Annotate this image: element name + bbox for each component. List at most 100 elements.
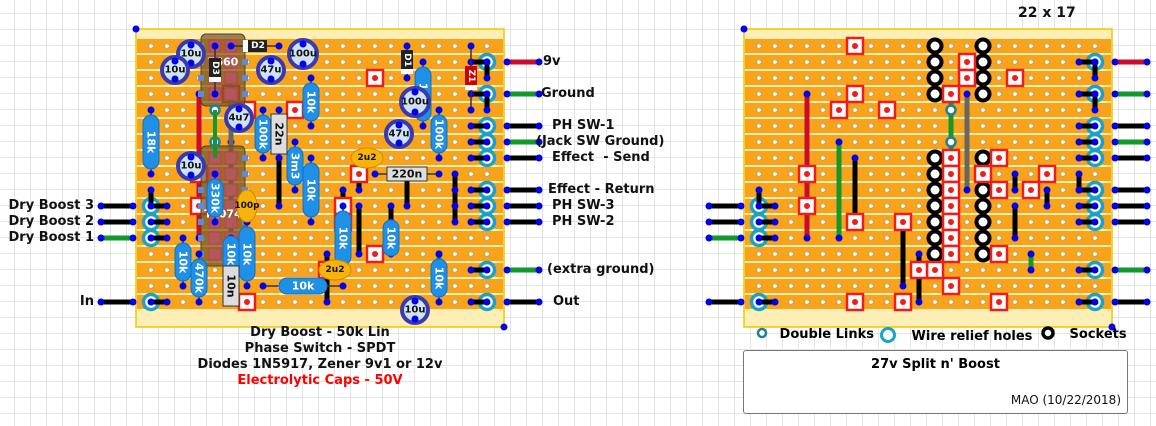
board-hole [1012,43,1018,49]
solder-node [1091,154,1099,162]
board-hole [340,123,346,129]
ic-socket-hole [974,181,992,199]
solder-node [771,202,779,210]
electrolytic-capacitor: 10u [160,55,190,85]
board-hole [868,59,874,65]
board-hole [916,219,922,225]
board-hole [148,43,154,49]
solder-node [467,298,475,306]
board-hole [324,91,330,97]
solder-node [1111,202,1119,210]
solder-node [755,298,763,306]
solder-node [467,154,475,162]
track-cut-dot [852,43,858,49]
board-hole [404,235,410,241]
solder-node [1075,298,1083,306]
cap-body [350,147,384,169]
resistor: 10k [238,218,256,290]
board-hole [948,267,954,273]
board-hole [948,59,954,65]
title-block: 27v Split n' Boost MAO (10/22/2018) [743,350,1128,414]
board-hole [260,171,266,177]
solder-node [411,108,419,116]
electrolytic-capacitor: 4u7 [224,103,254,133]
board-hole [900,91,906,97]
cap-body [386,166,428,182]
solder-node [307,218,315,226]
ic-pin [242,171,248,177]
board-hole [180,91,186,97]
resistor-value: 10k [241,243,254,266]
solder-node [755,218,763,226]
electrolytic-capacitor: 47u [384,119,414,149]
board-hole [1028,283,1034,289]
board-hole [788,91,794,97]
board-hole [772,283,778,289]
solder-node [1027,266,1035,274]
ic-pin-pad [224,71,238,85]
board-hole [1012,299,1018,305]
diode-label: D3 [210,61,220,75]
board-hole [868,251,874,257]
label-extra-ground: (extra ground) [547,262,655,277]
solder-node [97,202,105,210]
track-cut-dot [948,91,954,97]
solder-node [275,106,283,114]
board-hole [820,91,826,97]
board-hole [932,299,938,305]
board-hole [404,251,410,257]
solder-node [467,106,475,114]
board-hole [340,155,346,161]
board-hole [420,203,426,209]
solder-node [737,202,745,210]
board-hole [804,283,810,289]
board-hole [788,43,794,49]
cap-body [270,113,288,155]
board-hole [932,123,938,129]
ic-pin-pad [208,247,222,261]
solder-node [395,139,403,147]
board-hole [356,107,362,113]
board-hole [356,283,362,289]
solder-node [535,202,543,210]
double-link-hole [945,104,957,116]
board-hole [836,43,842,49]
solder-node [1075,122,1083,130]
board-hole [1028,235,1034,241]
board-hole [820,43,826,49]
board-hole [1044,267,1050,273]
ic-socket-hole [974,69,992,87]
note-diodes: Diodes 1N5917, Zener 9v1 or 12v [197,357,443,372]
board-hole [820,139,826,145]
ic-socket-hole [974,245,992,263]
board-hole [180,123,186,129]
board-hole [324,59,330,65]
resistor: 470k [190,250,208,306]
ic-socket-hole [926,85,944,103]
board-hole [756,59,762,65]
track-cut-dot [996,299,1002,305]
board-hole [164,139,170,145]
electrolytic-capacitor: 10u [176,151,206,181]
solder-node [163,234,171,242]
ic-socket-hole [926,37,944,55]
ic-socket-hole [974,53,992,71]
cap-value: 220n [392,168,423,181]
board-hole [804,299,810,305]
ic-socket-hole [974,229,992,247]
solder-node [503,122,511,130]
solder-node [1111,186,1119,194]
copper-strip [745,279,1111,293]
board-hole [164,251,170,257]
board-hole [1012,251,1018,257]
solder-node [1091,58,1099,66]
board-hole [820,267,826,273]
solder-node [803,234,811,242]
solder-node [1027,250,1035,258]
board-hole [212,267,218,273]
board-hole [852,123,858,129]
board-hole [372,123,378,129]
board-hole [292,123,298,129]
board-hole [436,59,442,65]
board-hole [1044,155,1050,161]
